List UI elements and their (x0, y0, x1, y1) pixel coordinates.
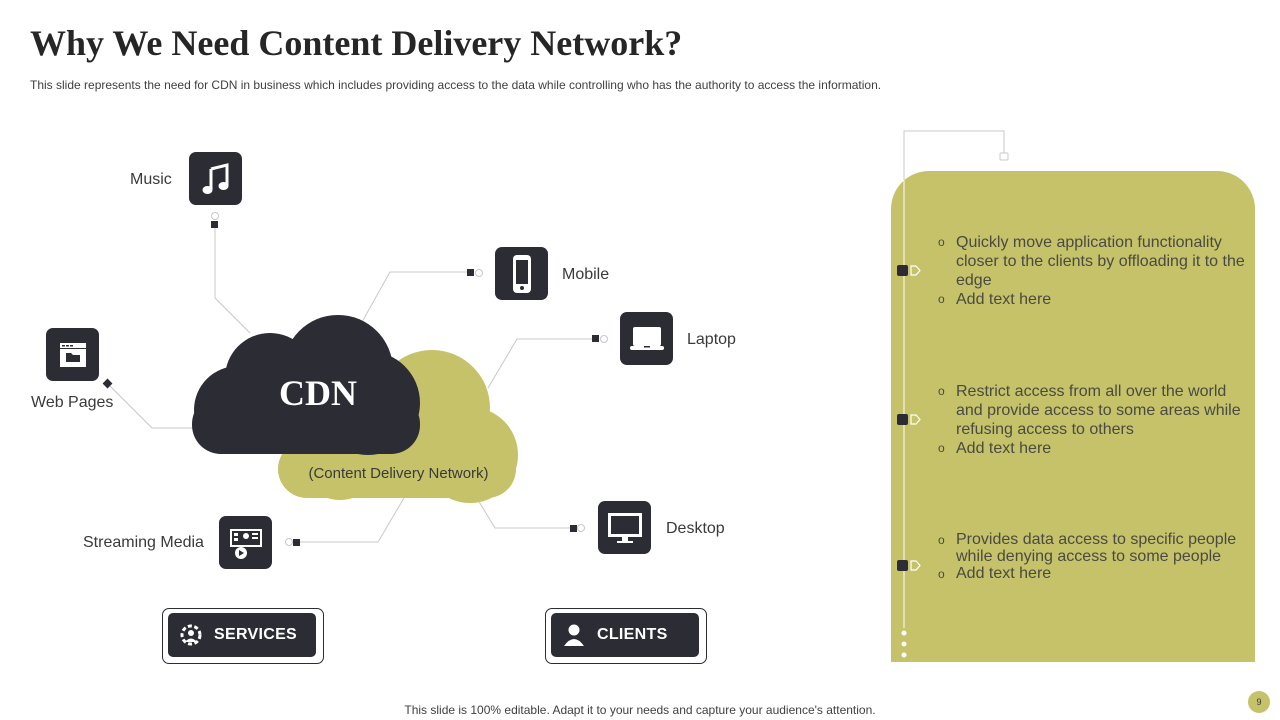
streaming-media-label: Streaming Media (83, 534, 204, 551)
benefits-panel (891, 171, 1255, 662)
music-label: Music (130, 171, 172, 188)
clients-button[interactable]: CLIENTS (545, 608, 707, 664)
mobile-phone-icon (512, 254, 531, 293)
streaming-media-icon (229, 528, 262, 559)
user-icon (564, 624, 584, 646)
mobile-tile (495, 247, 548, 300)
slide-title: Why We Need Content Delivery Network? (30, 23, 683, 63)
cdn-sublabel: (Content Delivery Network) (308, 465, 489, 482)
clients-button-label: CLIENTS (597, 626, 668, 643)
web-pages-label: Web Pages (31, 394, 114, 411)
page-number: 9 (1248, 691, 1270, 713)
slide-subtitle: This slide represents the need for CDN i… (30, 78, 882, 92)
web-pages-tile (46, 328, 99, 381)
gear-person-icon (180, 624, 202, 646)
music-note-icon (202, 162, 228, 194)
footer-note: This slide is 100% editable. Adapt it to… (404, 703, 876, 717)
desktop-monitor-icon (607, 512, 642, 543)
services-button-label: SERVICES (214, 626, 298, 643)
music-tile (189, 152, 242, 205)
streaming-media-tile (219, 516, 272, 569)
desktop-label: Desktop (666, 520, 725, 537)
browser-window-icon (59, 342, 86, 367)
cdn-label: CDN (279, 373, 357, 413)
laptop-tile (620, 312, 673, 365)
dark-cloud (192, 315, 420, 455)
desktop-tile (598, 501, 651, 554)
laptop-label: Laptop (687, 331, 736, 348)
services-button[interactable]: SERVICES (162, 608, 324, 664)
laptop-icon (629, 326, 664, 350)
mobile-label: Mobile (562, 266, 610, 283)
